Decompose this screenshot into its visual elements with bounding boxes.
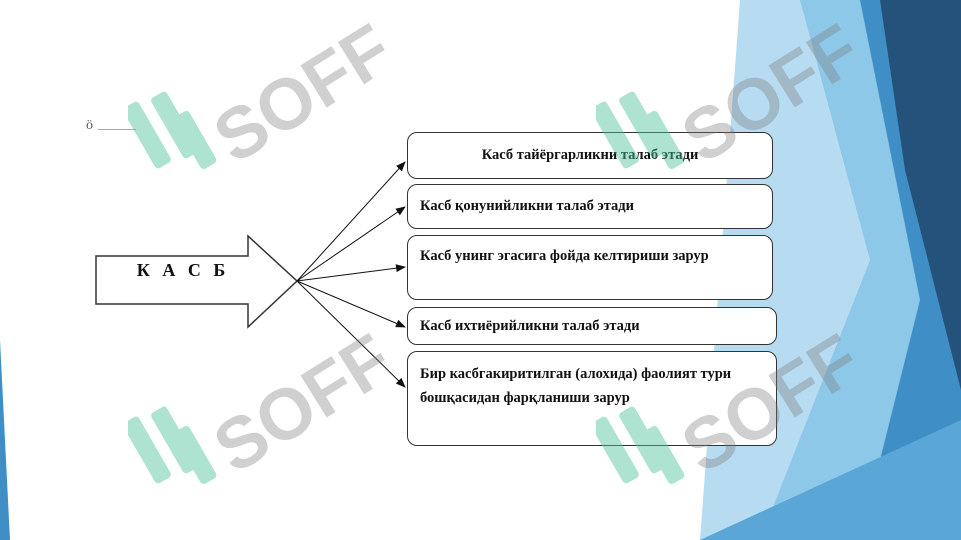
item-box-1: Касб тайёргарликни талаб этади [407, 132, 773, 179]
item-box-4: Касб ихтиёрийликни талаб этади [407, 307, 777, 345]
main-label: К А С Б [136, 260, 230, 280]
corner-line [98, 129, 136, 130]
big-arrow-shape [95, 234, 299, 329]
decor-left-strip [0, 340, 10, 540]
decor-shape-dark [880, 0, 961, 390]
item-box-3: Касб унинг эгасига фойда келтириши зарур [407, 235, 773, 300]
arrow-to-item-3 [296, 264, 406, 282]
corner-mark: ӧ [86, 118, 93, 133]
arrow-to-item-4 [296, 280, 406, 328]
decor-shape-bottom [700, 420, 961, 540]
arrow-to-item-5 [296, 280, 406, 388]
arrow-to-item-1 [296, 161, 406, 282]
arrow-to-item-2 [296, 206, 406, 282]
item-box-5: Бир касбгакиритилган (алохида) фаолият т… [407, 351, 777, 446]
item-box-2: Касб қонунийликни талаб этади [407, 184, 773, 229]
